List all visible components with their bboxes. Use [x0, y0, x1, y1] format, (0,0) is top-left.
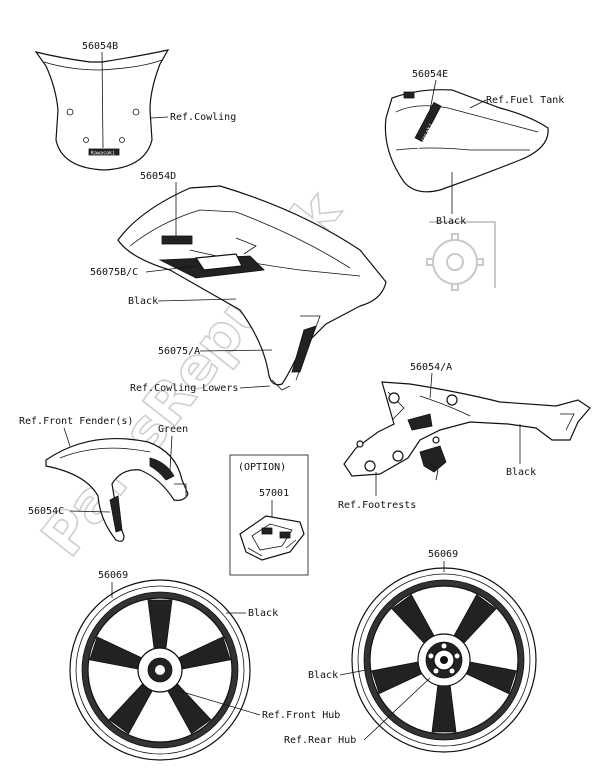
windscreen-logo-text: Kawasaki [91, 151, 115, 157]
label-option: (OPTION) [238, 462, 286, 473]
label-ref-front-fenders: Ref.Front Fender(s) [19, 416, 133, 427]
label-black-left-wheel: Black [248, 608, 278, 619]
leader-56054A [429, 372, 433, 399]
label-56054E: 56054E [412, 69, 448, 80]
rear-wheel-part [351, 567, 537, 753]
leader-ref-fuel-tank [469, 99, 487, 109]
leader-black-cowling [157, 298, 237, 302]
leader-ref-cowling-lowers [239, 385, 271, 389]
option-box: (OPTION) 57001 [229, 454, 309, 576]
tank-cap-detail [403, 91, 415, 99]
leader-56075BC [145, 265, 197, 273]
label-ref-fuel-tank: Ref.Fuel Tank [486, 95, 564, 106]
leader-ref-front-hub [175, 689, 261, 716]
fuel-tank-part: Kawasaki [384, 89, 549, 193]
cowling-logo-decal [161, 235, 193, 245]
fender-green-stripe [149, 457, 175, 481]
label-56075BC: 56075B/C [90, 267, 138, 278]
label-57001: 57001 [259, 488, 289, 499]
side-cowling-part [117, 185, 387, 391]
gear-icon [426, 221, 496, 291]
label-black-cowling: Black [128, 296, 158, 307]
label-ref-rear-hub: Ref.Rear Hub [284, 735, 356, 746]
leader-56075A [199, 349, 273, 352]
label-56054C: 56054C [28, 506, 64, 517]
label-ref-cowling: Ref.Cowling [170, 112, 236, 123]
leader-56054E [429, 79, 437, 111]
label-56075A: 56075/A [158, 346, 200, 357]
label-black-right-wheel: Black [308, 670, 338, 681]
label-56054A: 56054/A [410, 362, 452, 373]
decal-application-tool [239, 515, 305, 561]
front-wheel-part [69, 579, 251, 761]
tank-logo-decal [414, 101, 442, 143]
label-56069-left: 56069 [98, 570, 128, 581]
leader-56054C [69, 510, 111, 513]
label-56054B: 56054B [82, 41, 118, 52]
leader-green [169, 435, 173, 471]
leader-ref-rear-hub [363, 677, 431, 741]
label-ref-footrests: Ref.Footrests [338, 500, 416, 511]
leader-ref-front-fenders [63, 427, 71, 447]
label-black-step: Black [506, 467, 536, 478]
label-56069-right: 56069 [428, 549, 458, 560]
label-56054D: 56054D [140, 171, 176, 182]
step-dark-panel [419, 445, 447, 473]
fender-decal [109, 495, 123, 533]
cowling-lower-stripe [291, 325, 317, 373]
step-decal [407, 413, 433, 431]
label-green: Green [158, 424, 188, 435]
label-ref-front-hub: Ref.Front Hub [262, 710, 340, 721]
leader-ref-cowling [150, 116, 169, 119]
windscreen-logo-decal [88, 148, 120, 156]
step-bracket-part [343, 381, 591, 481]
label-black-tank: Black [436, 216, 466, 227]
label-ref-cowling-lowers: Ref.Cowling Lowers [130, 383, 238, 394]
leader-56054B [101, 51, 104, 149]
rear-wheel-spokes [371, 594, 517, 733]
leader-black-right-wheel [339, 669, 367, 676]
front-fender-part [45, 437, 189, 542]
